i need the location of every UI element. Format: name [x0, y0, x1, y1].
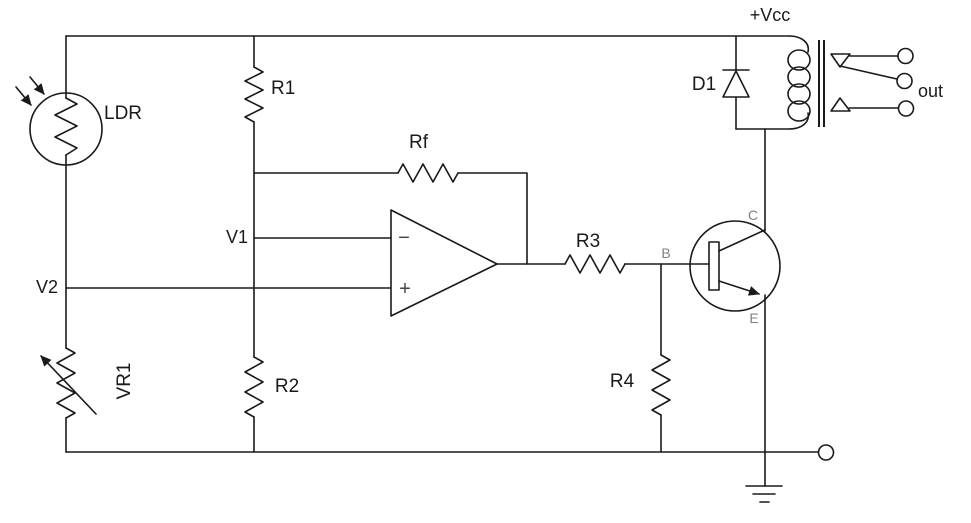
transistor-base-bar — [708, 241, 720, 291]
r3-label: R3 — [576, 231, 600, 252]
relay-contacts: out — [830, 47, 943, 117]
ldr-symbol: LDR — [15, 76, 142, 166]
contact-armature-wire — [839, 65, 898, 80]
ldr-label: LDR — [104, 103, 142, 124]
opamp-symbol: − + — [390, 209, 498, 317]
vr1-label: VR1 — [114, 363, 135, 400]
r2-resistor-zigzag — [244, 356, 264, 418]
ground-symbol — [745, 485, 783, 503]
transistor-emitter-label: E — [749, 310, 758, 326]
transistor-collector-lead — [718, 229, 766, 252]
transistor-symbol: B C E — [661, 207, 781, 326]
wiring — [65, 35, 819, 487]
relay-coil-symbol: +Vcc — [750, 5, 825, 130]
v2-label: V2 — [36, 277, 58, 297]
transistor-collector-label: C — [748, 207, 758, 223]
opamp-noninverting-input-sign: + — [399, 278, 411, 300]
d1-label: D1 — [692, 74, 716, 95]
transistor-circle — [689, 220, 781, 312]
ground-terminal-circle — [817, 444, 835, 461]
relay-coil-loop — [787, 83, 811, 105]
ldr-light-arrow-icon — [29, 76, 45, 95]
transistor-base-label: B — [661, 245, 670, 261]
relay-coil-top-hook — [788, 35, 810, 53]
output-terminal-top — [897, 47, 914, 65]
r3-symbol: R3 — [564, 231, 626, 274]
out-label: out — [918, 81, 943, 101]
feedback-wire — [253, 172, 528, 265]
r4-label: R4 — [610, 371, 635, 392]
ldr-resistor-zigzag — [54, 97, 78, 156]
relay-core-bars — [818, 40, 825, 127]
ldr-light-arrow-icon — [15, 86, 32, 106]
r2-symbol: R2 — [244, 356, 299, 418]
ground-bars — [745, 485, 783, 503]
relay-coil-loop — [787, 66, 811, 88]
d1-triangle — [722, 70, 750, 98]
r3-resistor-zigzag — [564, 254, 626, 274]
opamp-triangle — [390, 209, 498, 317]
opamp-inverting-input-sign: − — [398, 227, 410, 249]
rf-resistor-zigzag — [397, 163, 459, 183]
r4-resistor-zigzag — [651, 354, 671, 416]
output-terminal-bottom — [897, 100, 915, 117]
vr1-symbol: VR1 — [40, 347, 135, 419]
r1-resistor-zigzag — [244, 66, 264, 123]
rf-symbol: Rf — [397, 132, 459, 183]
relay-coil-bottom-hook — [788, 112, 810, 130]
r4-symbol: R4 — [610, 354, 671, 416]
ldr-circle — [29, 92, 103, 166]
vr1-wiper-arrow-icon — [40, 355, 97, 415]
v1-label: V1 — [226, 227, 248, 247]
contact-bottom-triangle — [830, 97, 851, 112]
output-terminal-middle — [896, 72, 913, 90]
r1-symbol: R1 — [244, 66, 295, 123]
rf-label: Rf — [409, 132, 429, 153]
transistor-emitter-lead — [718, 280, 760, 296]
relay-coil-loop — [787, 49, 811, 71]
vcc-label: +Vcc — [750, 5, 791, 25]
r2-label: R2 — [275, 376, 299, 397]
vr1-resistor-zigzag — [56, 347, 76, 419]
d1-symbol: D1 — [692, 69, 750, 98]
relay-coil-loop — [787, 100, 811, 122]
r1-label: R1 — [271, 78, 295, 99]
contact-pivot-triangle — [830, 53, 851, 68]
